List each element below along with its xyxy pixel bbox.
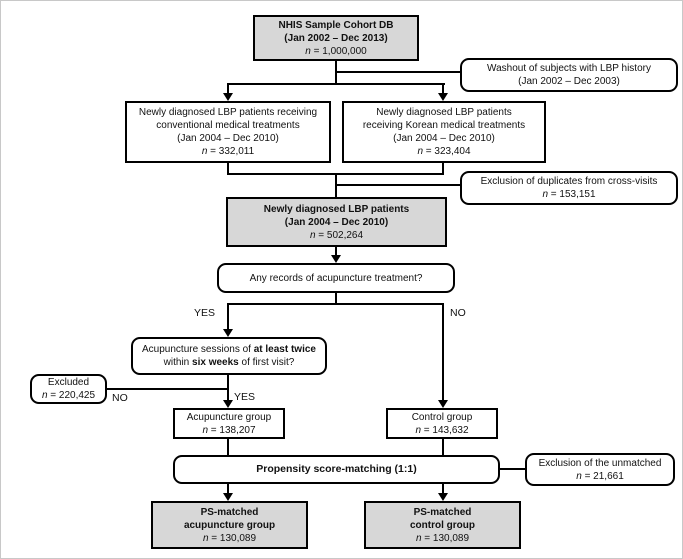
conventional-count: n = 332,011 [201, 146, 255, 157]
n-symbol: n [417, 146, 423, 157]
newly-lbp-count: n = 502,264 [309, 229, 364, 241]
branch-label-no-bottom: NO [112, 392, 128, 404]
nhis-title: NHIS Sample Cohort DB [278, 19, 394, 31]
acupuncture-question-text: Any records of acupuncture treatment? [249, 272, 423, 284]
n-symbol: n [542, 189, 548, 200]
n-symbol: n [202, 532, 209, 544]
ps-matched-acupuncture-box: PS-matched acupuncture group n = 130,089 [151, 501, 308, 549]
ps-matched-control-box: PS-matched control group n = 130,089 [364, 501, 521, 549]
ps-acupuncture-line1: PS-matched [200, 506, 259, 518]
excluded-line1: Excluded [47, 377, 90, 388]
unmatched-count: n = 21,661 [576, 470, 624, 482]
connector-split-yesno [227, 303, 444, 305]
connector-conventional-out [227, 163, 229, 175]
washout-line2: (Jan 2002 – Dec 2003) [518, 76, 620, 87]
control-group-line1: Control group [411, 411, 473, 423]
conventional-line1: Newly diagnosed LBP patients receiving [138, 107, 318, 118]
ps-acupuncture-count: n = 130,089 [202, 532, 257, 544]
propensity-matching-box: Propensity score-matching (1:1) [173, 455, 500, 484]
connector-no-branch [442, 303, 444, 402]
connector-acugroup-propensity [227, 439, 229, 455]
conventional-line2: conventional medical treatments [156, 120, 300, 131]
connector-to-duplicates [335, 184, 460, 186]
ps-control-line1: PS-matched [413, 506, 472, 518]
n-symbol: n [41, 390, 48, 401]
acupuncture-group-box: Acupuncture group n = 138,207 [173, 408, 285, 439]
korean-line1: Newly diagnosed LBP patients [376, 107, 512, 118]
connector-to-korean [442, 83, 444, 95]
n-symbol: n [305, 45, 311, 57]
acupuncture-question-box: Any records of acupuncture treatment? [217, 263, 455, 293]
n-symbol: n [415, 532, 422, 544]
nhis-period: (Jan 2002 – Dec 2013) [284, 32, 388, 44]
branch-label-yes-bottom: YES [234, 391, 256, 403]
sessions-question-box: Acupuncture sessions of at least twice w… [131, 337, 327, 375]
conventional-treatment-box: Newly diagnosed LBP patients receiving c… [125, 101, 331, 163]
n-symbol: n [202, 424, 208, 436]
connector-to-washout [335, 71, 461, 73]
connector-to-conventional [227, 83, 229, 95]
ps-control-line2: control group [410, 519, 475, 531]
excluded-count: n = 220,425 [41, 390, 96, 401]
down-arrowhead-control [438, 400, 448, 408]
control-group-count: n = 143,632 [415, 424, 469, 436]
newly-lbp-title: Newly diagnosed LBP patients [263, 203, 410, 215]
connector-newlylbp-down [335, 247, 337, 257]
washout-line1: Washout of subjects with LBP history [487, 63, 651, 74]
down-arrowhead-sessions [223, 329, 233, 337]
connector-nhis-down [335, 61, 337, 85]
korean-count: n = 323,404 [417, 146, 471, 157]
korean-line2: receiving Korean medical treatments [362, 120, 526, 131]
connector-split-top [227, 83, 445, 85]
acupuncture-group-line1: Acupuncture group [186, 411, 272, 423]
connector-ctrlgroup-propensity [442, 439, 444, 455]
down-arrowhead-psacu [223, 493, 233, 501]
control-group-box: Control group n = 143,632 [386, 408, 498, 439]
connector-to-unmatched [500, 468, 525, 470]
nhis-cohort-box: NHIS Sample Cohort DB (Jan 2002 – Dec 20… [253, 15, 419, 61]
n-symbol: n [201, 146, 208, 157]
connector-korean-out [442, 163, 444, 175]
connector-propensity-psctrl [442, 484, 444, 495]
down-arrowhead-question [331, 255, 341, 263]
conventional-period: (Jan 2004 – Dec 2010) [177, 133, 279, 144]
branch-label-no-top: NO [450, 307, 466, 319]
connector-yes-branch [227, 303, 229, 331]
unmatched-exclusion-box: Exclusion of the unmatched n = 21,661 [525, 453, 675, 486]
newly-lbp-period: (Jan 2004 – Dec 2010) [284, 216, 389, 228]
n-symbol: n [576, 470, 582, 482]
korean-period: (Jan 2004 – Dec 2010) [393, 133, 495, 144]
ps-control-count: n = 130,089 [415, 532, 470, 544]
unmatched-line1: Exclusion of the unmatched [538, 457, 662, 469]
nhis-count: n = 1,000,000 [305, 45, 367, 57]
down-arrowhead-korean [438, 93, 448, 101]
duplicates-count: n = 153,151 [542, 189, 596, 200]
down-arrowhead-conventional [223, 93, 233, 101]
ps-acupuncture-line2: acupuncture group [183, 519, 276, 531]
n-symbol: n [415, 424, 421, 436]
duplicates-exclusion-box: Exclusion of duplicates from cross-visit… [460, 171, 678, 205]
duplicates-line1: Exclusion of duplicates from cross-visit… [480, 176, 658, 187]
newly-diagnosed-lbp-box: Newly diagnosed LBP patients (Jan 2004 –… [226, 197, 447, 247]
excluded-box: Excluded n = 220,425 [30, 374, 107, 404]
connector-to-excluded [107, 388, 229, 390]
n-symbol: n [309, 229, 316, 241]
connector-question-down [335, 293, 337, 305]
propensity-matching-text: Propensity score-matching (1:1) [256, 462, 417, 475]
washout-box: Washout of subjects with LBP history (Ja… [460, 58, 678, 92]
down-arrowhead-psctrl [438, 493, 448, 501]
acupuncture-group-count: n = 138,207 [202, 424, 256, 436]
down-arrowhead-acugroup [223, 400, 233, 408]
branch-label-yes-top: YES [194, 307, 216, 319]
sessions-question-text: Acupuncture sessions of at least twice w… [142, 344, 316, 368]
connector-propensity-psacu [227, 484, 229, 495]
korean-treatment-box: Newly diagnosed LBP patients receiving K… [342, 101, 546, 163]
